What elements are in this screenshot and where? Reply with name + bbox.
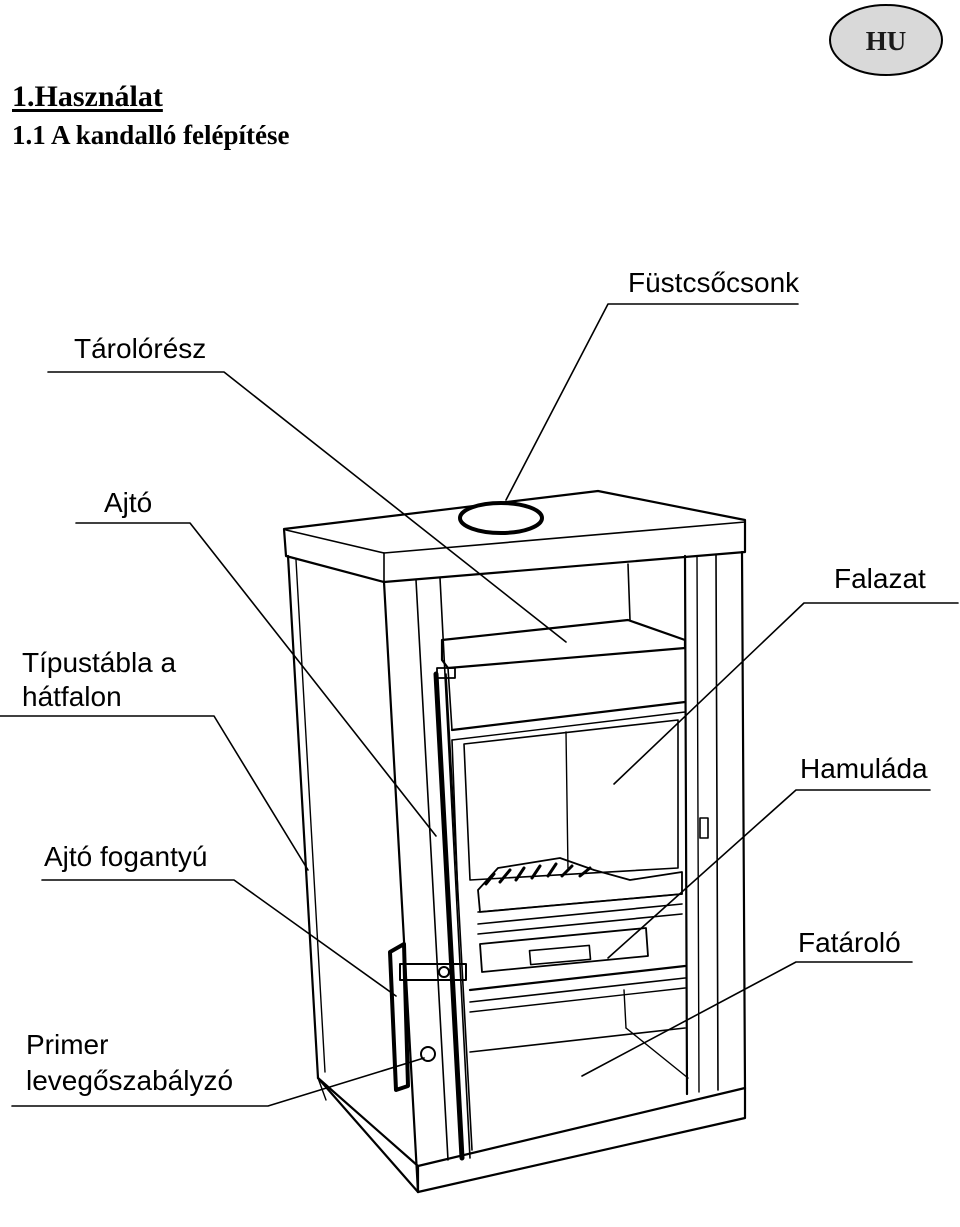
label-ash-drawer: Hamuláda xyxy=(800,753,928,784)
badge-ellipse xyxy=(829,4,943,76)
label-door-handle: Ajtó fogantyú xyxy=(44,841,208,872)
label-flue-collar: Füstcsőcsonk xyxy=(628,267,800,298)
leader-lines xyxy=(0,303,959,1107)
subsection-title: 1.1 A kandalló felépítése xyxy=(12,120,290,150)
label-rating-plate-line1: Típustábla a xyxy=(22,647,177,678)
door-edge xyxy=(433,671,465,1161)
wood-storage xyxy=(469,1027,686,1053)
label-masonry: Falazat xyxy=(834,563,926,594)
label-air-regulator-line2: levegőszabályzó xyxy=(26,1065,234,1096)
left-side-panel xyxy=(286,554,420,1194)
storage-shelf xyxy=(440,618,687,670)
stove-drawing xyxy=(282,489,747,1194)
label-wood-storage: Fatároló xyxy=(798,927,901,958)
label-door: Ajtó xyxy=(104,487,153,518)
label-air-regulator-line1: Primer xyxy=(26,1029,109,1060)
firebox-lining xyxy=(463,719,679,881)
label-rating-plate-line2: hátfalon xyxy=(22,681,122,712)
label-storage: Tárolórész xyxy=(74,333,207,364)
grate xyxy=(477,857,683,913)
ash-drawer xyxy=(479,927,649,973)
language-badge: HU xyxy=(828,2,944,78)
air-regulator xyxy=(420,1046,436,1062)
door-handle xyxy=(388,942,410,1092)
section-title: 1.Használat xyxy=(12,80,163,113)
top-slab xyxy=(282,489,747,584)
flue-collar xyxy=(458,501,544,535)
badge-text: HU xyxy=(865,25,907,56)
